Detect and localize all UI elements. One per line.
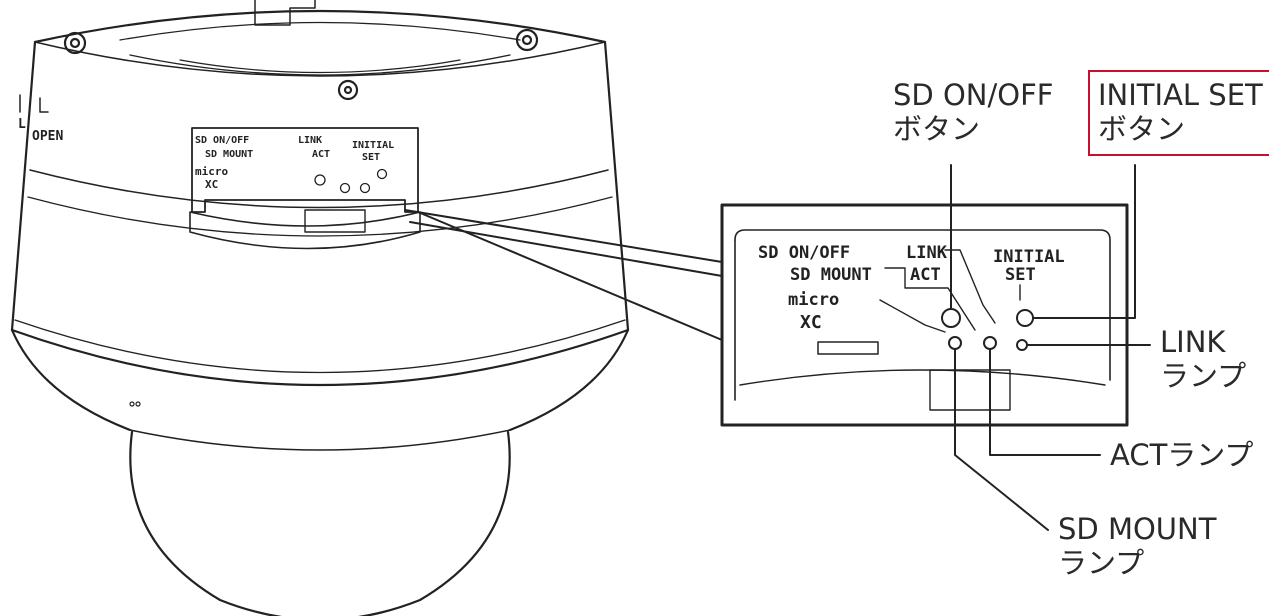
callout-lines (950, 164, 1151, 531)
callout-line: SD ON/OFF (893, 78, 1054, 112)
magnified-panel (720, 203, 1129, 427)
cam-sd-onoff-label: SD ON/OFF (195, 135, 249, 146)
panel-act-label: ACT (910, 265, 941, 285)
callout-line: ランプ (1160, 359, 1247, 393)
callout-line: LINK (1160, 325, 1226, 359)
link-lamp-callout: LINK ランプ (1160, 325, 1246, 393)
cam-sd-mount-label: SD MOUNT (205, 149, 253, 160)
zoom-lines (404, 209, 723, 341)
camera-tiny-labels: L OPEN SD ON/OFF LINK INITIAL SET SD MOU… (18, 117, 1065, 333)
callout-line: ACTランプ (1110, 438, 1254, 472)
cam-initial-label: INITIAL (352, 140, 394, 151)
cam-link-label: LINK (298, 135, 322, 146)
sd-mount-lamp-callout: SD MOUNT ランプ (1058, 512, 1216, 580)
cam-set-label: SET (362, 152, 380, 163)
initial-set-highlight (1088, 70, 1269, 156)
callout-line: INITIAL SET (1098, 78, 1263, 112)
callout-line: ボタン (893, 112, 981, 146)
camera-body (10, 0, 630, 616)
cam-micro-label: micro (195, 165, 228, 178)
panel-micro-label: micro (788, 290, 839, 310)
panel-set-label: SET (1005, 265, 1036, 285)
sd-onoff-button-callout: SD ON/OFF ボタン (893, 78, 1053, 146)
act-lamp-callout: ACTランプ (1110, 438, 1253, 472)
panel-initial-label: INITIAL (993, 247, 1065, 267)
panel-xc-label: XC (800, 312, 822, 333)
open-label: OPEN (32, 129, 63, 144)
panel-link-label: LINK (906, 243, 948, 263)
cam-xc-label: XC (205, 178, 218, 191)
callout-line: ボタン (1098, 112, 1186, 146)
callout-line: SD MOUNT (1058, 512, 1217, 546)
lock-label: L (18, 117, 26, 132)
cam-act-label: ACT (312, 149, 330, 160)
callout-line: ランプ (1058, 546, 1145, 580)
initial-set-button-callout: INITIAL SET ボタン (1098, 78, 1263, 146)
panel-sd-mount-label: SD MOUNT (790, 265, 872, 285)
panel-sd-onoff-label: SD ON/OFF (758, 243, 850, 263)
